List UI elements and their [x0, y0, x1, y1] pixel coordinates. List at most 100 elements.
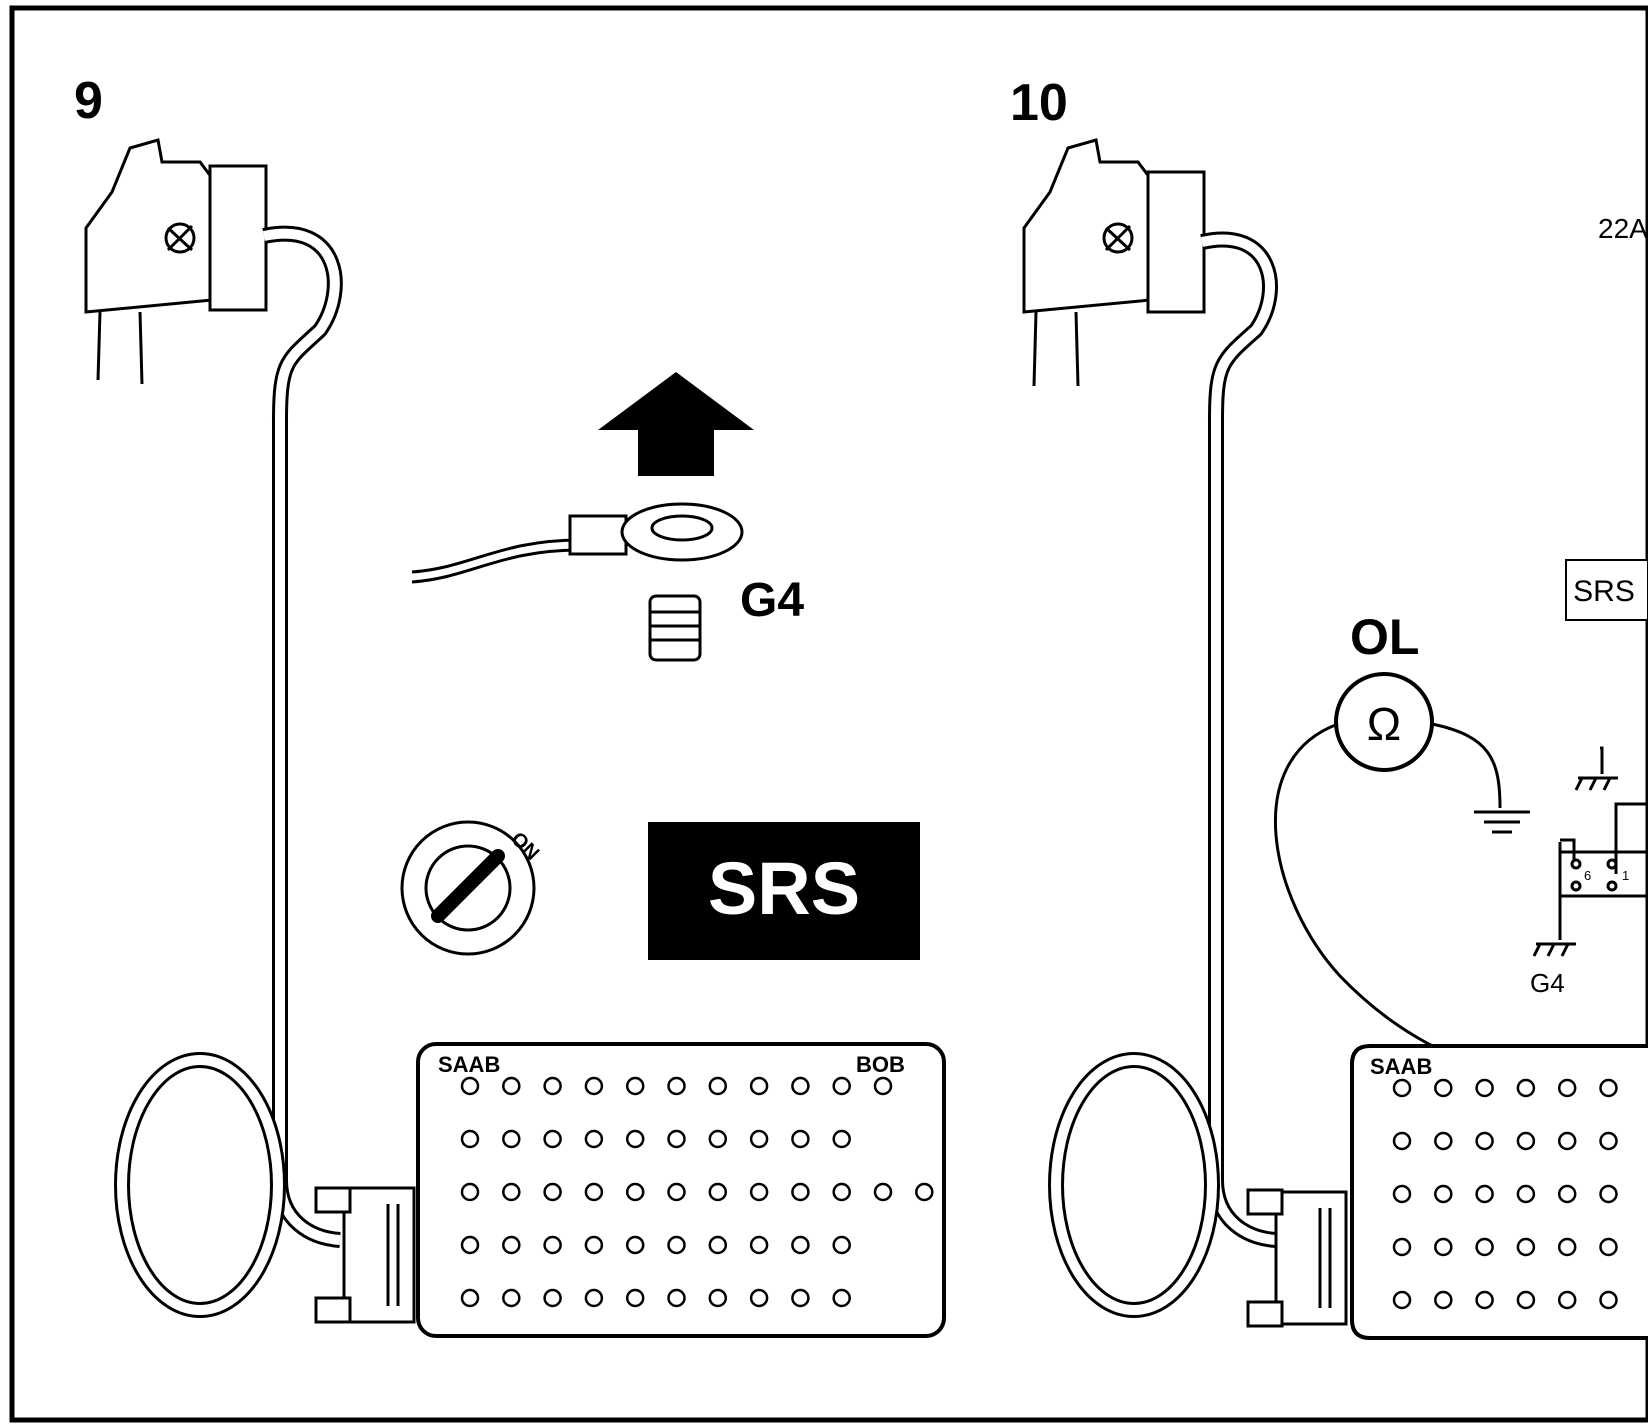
ohm-symbol-icon: Ω	[1367, 698, 1401, 750]
breakout-pin	[832, 1129, 851, 1149]
panel-10-number: 10	[1010, 74, 1068, 132]
breakout-pin	[543, 1076, 562, 1096]
breakout-pin	[667, 1288, 686, 1308]
breakout-pin	[460, 1235, 480, 1255]
breakout-pin	[625, 1235, 645, 1255]
panel-9-number: 9	[74, 72, 103, 130]
breakout-pin	[1434, 1237, 1453, 1257]
breakout-pin	[791, 1076, 810, 1096]
breakout-pin	[832, 1288, 851, 1308]
panel-9: 9 G4	[74, 72, 946, 1338]
breakout-pin	[749, 1129, 769, 1149]
breakout-pin	[460, 1129, 480, 1149]
breakout-box-pins	[460, 1076, 934, 1308]
breakout-pin	[584, 1235, 604, 1255]
breakout-pin	[1557, 1078, 1577, 1098]
connector-pin-b: 1	[1622, 868, 1629, 883]
meter-lead-earth	[1431, 722, 1502, 809]
breakout-pin	[832, 1235, 851, 1255]
breakout-pin	[667, 1235, 686, 1255]
earth-symbol-icon	[1474, 810, 1530, 834]
breakout-pin	[1434, 1078, 1453, 1098]
breakout-pin	[1475, 1290, 1494, 1310]
breakout-pin	[791, 1235, 810, 1255]
breakout-pin	[1475, 1237, 1494, 1257]
breakout-pin	[1475, 1078, 1494, 1098]
connector-pin-a: 6	[1584, 868, 1591, 883]
breakout-pin	[1434, 1131, 1453, 1151]
ecu-connector-plug-10	[1022, 138, 1206, 387]
breakout-pin	[460, 1182, 480, 1202]
breakout-pin	[1392, 1131, 1412, 1151]
breakout-pin	[1516, 1184, 1536, 1204]
breakout-pin	[832, 1182, 851, 1202]
breakout-pin	[460, 1288, 480, 1308]
breakout-pin	[543, 1129, 562, 1149]
breakout-pin	[667, 1182, 686, 1202]
breakout-pin	[708, 1288, 728, 1308]
breakout-pin	[1599, 1184, 1618, 1204]
breakout-box-connector-10	[1246, 1188, 1348, 1328]
srs-warning-text: SRS	[708, 847, 860, 930]
breakout-pin	[625, 1288, 645, 1308]
ground-ring-terminal	[411, 502, 744, 584]
breakout-pin	[625, 1129, 645, 1149]
breakout-pin	[749, 1076, 769, 1096]
breakout-pin	[1557, 1131, 1577, 1151]
breakout-pin	[1392, 1290, 1412, 1310]
breakout-pin	[708, 1235, 728, 1255]
breakout-pin	[667, 1076, 686, 1096]
breakout-pin	[791, 1288, 810, 1308]
breakout-pin	[667, 1129, 686, 1149]
breakout-pin	[873, 1182, 893, 1202]
srs-module-text: SRS	[1573, 575, 1635, 608]
schematic-ground-label: G4	[1530, 968, 1565, 998]
breakout-pin	[502, 1129, 521, 1149]
srs-warning-lamp	[648, 822, 920, 960]
breakout-pin	[543, 1182, 562, 1202]
breakout-pin	[1516, 1078, 1536, 1098]
breakout-pin	[1392, 1237, 1412, 1257]
breakout-pin	[584, 1076, 604, 1096]
breakout-pin	[1599, 1237, 1618, 1257]
breakout-pin	[1516, 1290, 1536, 1310]
breakout-pin	[502, 1288, 521, 1308]
breakout-pin	[502, 1235, 521, 1255]
breakout-pin	[1599, 1290, 1618, 1310]
breakout-pin	[584, 1288, 604, 1308]
breakout-pin	[1434, 1290, 1453, 1310]
ohmmeter	[1334, 672, 1434, 772]
breakout-pin	[915, 1182, 934, 1202]
ecu-connector-plug	[84, 138, 268, 385]
breakout-pin	[1392, 1184, 1412, 1204]
reference-code: 22A	[1598, 213, 1648, 244]
srs-schematic	[1532, 746, 1648, 957]
breakout-pin	[791, 1182, 810, 1202]
ground-stud	[648, 594, 702, 662]
breakout-pin	[502, 1182, 521, 1202]
ground-point-label: G4	[740, 574, 804, 627]
breakout-box-name: BOB	[856, 1052, 905, 1077]
breakout-pin	[460, 1076, 480, 1096]
meter-reading: OL	[1350, 609, 1419, 665]
breakout-pin	[791, 1129, 810, 1149]
ignition-switch-icon: ON	[400, 820, 543, 956]
breakout-box-10	[1350, 1044, 1648, 1340]
breakout-pin	[1434, 1184, 1453, 1204]
breakout-box-connector	[314, 1186, 416, 1324]
breakout-pin	[502, 1076, 521, 1096]
breakout-box-brand-10: SAAB	[1370, 1054, 1432, 1079]
breakout-pin	[749, 1288, 769, 1308]
breakout-pin	[832, 1076, 851, 1096]
breakout-pin	[708, 1182, 728, 1202]
breakout-pin	[1392, 1078, 1412, 1098]
breakout-pin	[543, 1288, 562, 1308]
up-arrow-icon	[598, 372, 754, 476]
breakout-pin	[543, 1235, 562, 1255]
breakout-pin	[1475, 1184, 1494, 1204]
breakout-box-pins-10	[1392, 1078, 1618, 1310]
breakout-pin	[625, 1076, 645, 1096]
breakout-box-brand: SAAB	[438, 1052, 500, 1077]
